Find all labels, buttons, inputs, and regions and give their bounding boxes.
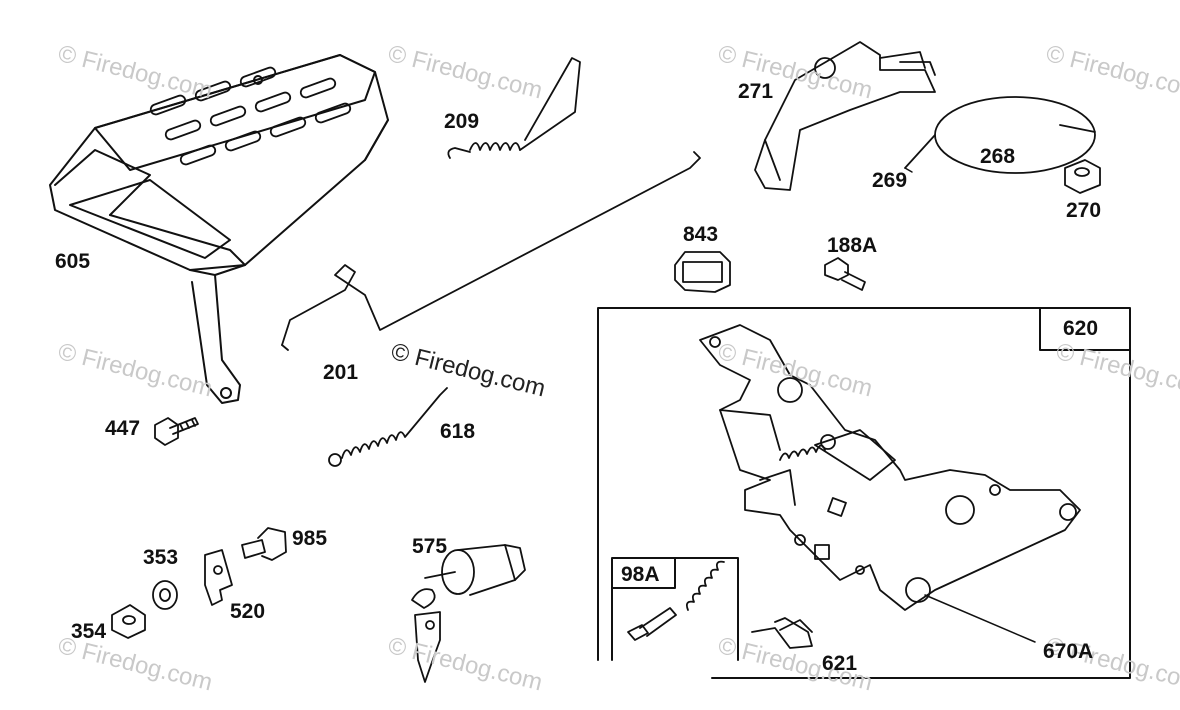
label-520: 520 <box>230 600 266 623</box>
part-618-spring <box>328 387 448 467</box>
part-354-nut <box>111 604 146 639</box>
label-843: 843 <box>683 223 719 246</box>
leader-670A <box>924 594 1036 643</box>
part-98A-screw-spring <box>627 560 725 641</box>
label-621: 621 <box>822 652 858 675</box>
label-605: 605 <box>55 250 91 273</box>
part-985-switch <box>241 527 287 561</box>
label-209: 209 <box>444 110 480 133</box>
label-670A: 670A <box>1043 640 1094 663</box>
part-270-nut <box>1064 159 1101 194</box>
part-575-key-switch <box>411 544 526 683</box>
part-188A-screw <box>824 257 866 291</box>
label-620: 620 <box>1063 317 1099 340</box>
leader-269 <box>904 167 913 173</box>
label-618: 618 <box>440 420 476 443</box>
part-271-bracket <box>754 41 936 191</box>
label-270: 270 <box>1066 199 1102 222</box>
part-209-spring <box>447 57 581 159</box>
part-621-clip <box>751 617 813 649</box>
part-98A-box <box>611 557 739 661</box>
part-520-bracket <box>204 549 233 606</box>
part-843-grommet <box>674 251 731 293</box>
part-620-control-bracket <box>699 324 1081 611</box>
label-268: 268 <box>980 145 1016 168</box>
label-447: 447 <box>105 417 141 440</box>
label-269: 269 <box>872 169 908 192</box>
label-985: 985 <box>292 527 328 550</box>
label-575: 575 <box>412 535 448 558</box>
label-98A: 98A <box>621 563 660 586</box>
label-188A: 188A <box>827 234 878 257</box>
part-447-screw <box>154 417 199 446</box>
part-268-cable <box>904 96 1096 174</box>
part-201-link-rod <box>281 151 701 351</box>
label-271: 271 <box>738 80 774 103</box>
label-201: 201 <box>323 361 359 384</box>
part-620-box <box>597 307 1131 679</box>
part-605-control-cover <box>49 54 389 404</box>
label-353: 353 <box>143 546 179 569</box>
part-353-washer <box>152 580 178 610</box>
label-354: 354 <box>71 620 107 643</box>
